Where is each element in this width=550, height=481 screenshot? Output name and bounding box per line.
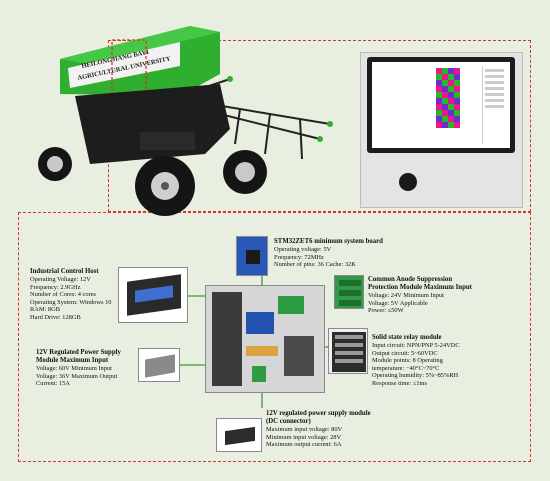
anode-line: Voltage: 24V Minimum Input bbox=[368, 292, 444, 299]
ipc-line: Frequency: 2.9GHz bbox=[30, 283, 81, 291]
rotary-switch-icon bbox=[399, 173, 417, 191]
stm32-line: Frequency: 72MHz bbox=[274, 253, 324, 261]
anode-line: Power: ≤50W bbox=[368, 307, 404, 315]
dc-title-line1: 12V regulated power supply module bbox=[266, 410, 371, 417]
psu12-title-line2: Module Maximum Input bbox=[36, 357, 109, 364]
ipc-line: Hard Drive: 128GB bbox=[30, 313, 81, 321]
screen-color-matrix bbox=[436, 68, 460, 128]
psu12-line: Voltage: 36V Maximum Output bbox=[36, 372, 118, 380]
ipc-line: Number of Cores: 4 cores bbox=[30, 291, 97, 299]
dc-spec-block: 12V regulated power supply module (DC co… bbox=[266, 410, 371, 449]
relay-spec-block: Solid state relay module Input circuit: … bbox=[372, 334, 460, 388]
stm32-line: Number of pins: 36 Cache: 32K bbox=[274, 261, 356, 269]
ipc-line: Operating System: Windows 10 bbox=[30, 298, 112, 306]
psu12-title-line1: 12V Regulated Power Supply bbox=[36, 349, 121, 356]
psu-12v-photo bbox=[138, 348, 180, 382]
main-dashed-frame bbox=[18, 212, 531, 462]
ipc-spec-block: Industrial Control Host Operating Voltag… bbox=[30, 268, 111, 322]
relay-line: Operating humidity: 5%~85%RH bbox=[372, 372, 459, 380]
stm32-board-photo bbox=[236, 236, 268, 276]
dc-line: Maximum output current: 6A bbox=[266, 441, 342, 449]
wheels bbox=[38, 147, 267, 216]
dc-module-photo bbox=[216, 418, 262, 452]
stm32-title: STM32ZET6 minimum system board bbox=[274, 238, 383, 245]
psu12-spec-block: 12V Regulated Power Supply Module Maximu… bbox=[36, 349, 121, 388]
psu12-line: Voltage: 60V Minimum Input bbox=[36, 365, 112, 372]
university-banner bbox=[68, 42, 180, 88]
dc-title-line2: (DC connector) bbox=[266, 418, 311, 425]
relay-title: Solid state relay module bbox=[372, 334, 442, 341]
spraying-vehicle-photo: HEILONGJIANG BAYI AGRICULTURAL UNIVERSIT… bbox=[38, 26, 333, 216]
anode-spec-block: Common Anode Suppression Protection Modu… bbox=[368, 276, 472, 315]
relay-line: Response time: ≤1ms bbox=[372, 379, 427, 387]
stm32-line: Operating voltage: 5V bbox=[274, 246, 332, 253]
ipc-line: RAM: 8GB bbox=[30, 306, 61, 314]
anode-line: Voltage: 5V Applicable bbox=[368, 299, 428, 307]
control-box-photo bbox=[205, 285, 325, 393]
ipc-host-photo bbox=[118, 267, 188, 323]
control-cabinet-photo bbox=[360, 52, 523, 208]
ipc-line: Operating Voltage: 12V bbox=[30, 276, 91, 283]
relay-line: Module points: 8 Operating bbox=[372, 357, 443, 365]
stm32-spec-block: STM32ZET6 minimum system board Operating… bbox=[274, 238, 383, 269]
anode-module-photo bbox=[334, 275, 364, 309]
relay-line: temperature: −40°C~70°C bbox=[372, 364, 440, 372]
anode-title-line1: Common Anode Suppression bbox=[368, 276, 453, 283]
psu12-line: Current: 15A bbox=[36, 380, 70, 388]
ipc-title: Industrial Control Host bbox=[30, 268, 99, 275]
screen-side-panel bbox=[482, 66, 506, 144]
relay-module-photo bbox=[328, 328, 368, 374]
anode-title-line2: Protection Module Maximum Input bbox=[368, 284, 472, 291]
relay-line: Input circuit: NPN/PNP 5-24VDC bbox=[372, 342, 460, 349]
touch-screen bbox=[367, 57, 515, 153]
relay-line: Output circuit: 5~60VDC bbox=[372, 349, 438, 357]
dc-line: Minimum input voltage: 28V bbox=[266, 433, 342, 441]
dc-line: Maximum input voltage: 80V bbox=[266, 426, 343, 433]
